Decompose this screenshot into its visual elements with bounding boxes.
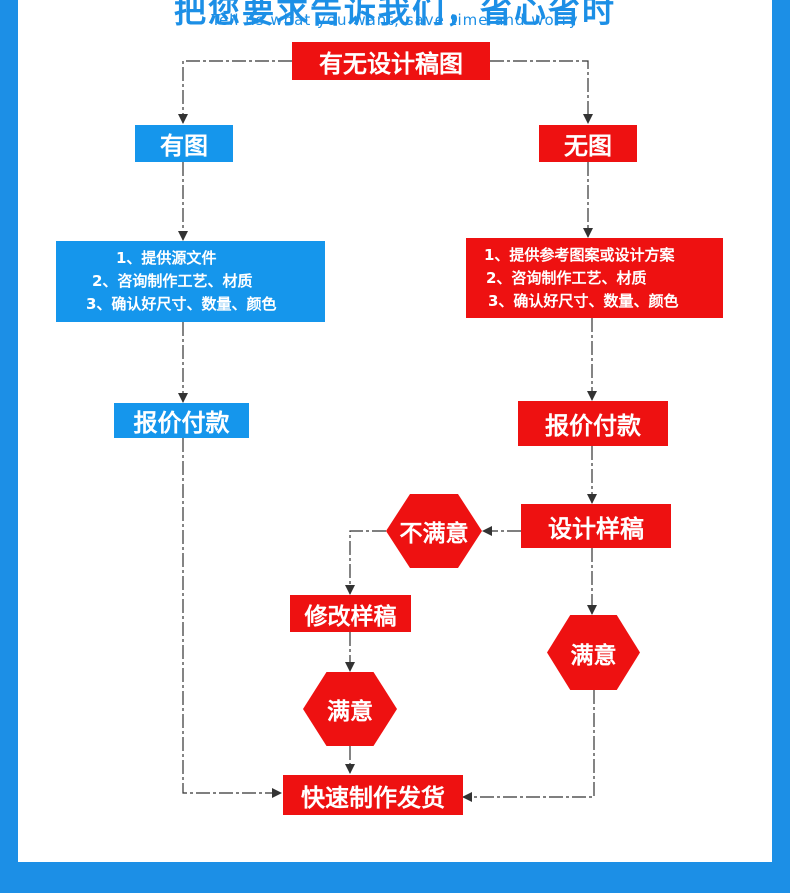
- no-step-3: 3、确认好尺寸、数量、颜色: [488, 291, 679, 310]
- sample-node: 设计样稿: [521, 504, 671, 548]
- connector-start-to-has-design: [178, 60, 292, 124]
- has-step-2: 2、咨询制作工艺、材质: [92, 272, 253, 290]
- has-design-steps: 1、提供源文件 2、咨询制作工艺、材质 3、确认好尺寸、数量、颜色: [56, 241, 325, 322]
- has-step-3: 3、确认好尺寸、数量、颜色: [86, 295, 277, 313]
- no-step-1: 1、提供参考图案或设计方案: [484, 245, 675, 264]
- satisfied-node: 满意: [547, 615, 640, 690]
- connector-has-pay-to-end: [182, 438, 282, 798]
- no-design-pay-node: 报价付款: [518, 401, 668, 446]
- no-step-2: 2、咨询制作工艺、材质: [486, 268, 647, 287]
- page-title: 把您要求告诉我们，省心省时: [173, 0, 616, 30]
- has-design-pay-node: 报价付款: [114, 403, 249, 438]
- connector-unsatisfied-to-revise: [345, 530, 386, 595]
- no-design-steps: 1、提供参考图案或设计方案 2、咨询制作工艺、材质 3、确认好尺寸、数量、颜色: [466, 238, 723, 318]
- has-design-node: 有图: [135, 125, 233, 162]
- start-node: 有无设计稿图: [292, 42, 490, 80]
- connector-start-to-no-design: [490, 60, 593, 124]
- has-step-1: 1、提供源文件: [116, 249, 217, 267]
- end-node: 快速制作发货: [283, 775, 463, 815]
- revise-node: 修改样稿: [290, 595, 411, 632]
- connector-satisfied-right-to-end: [462, 690, 595, 802]
- no-design-node: 无图: [539, 125, 637, 162]
- page-subtitle: Tell us what you want, save time and wor…: [211, 11, 579, 29]
